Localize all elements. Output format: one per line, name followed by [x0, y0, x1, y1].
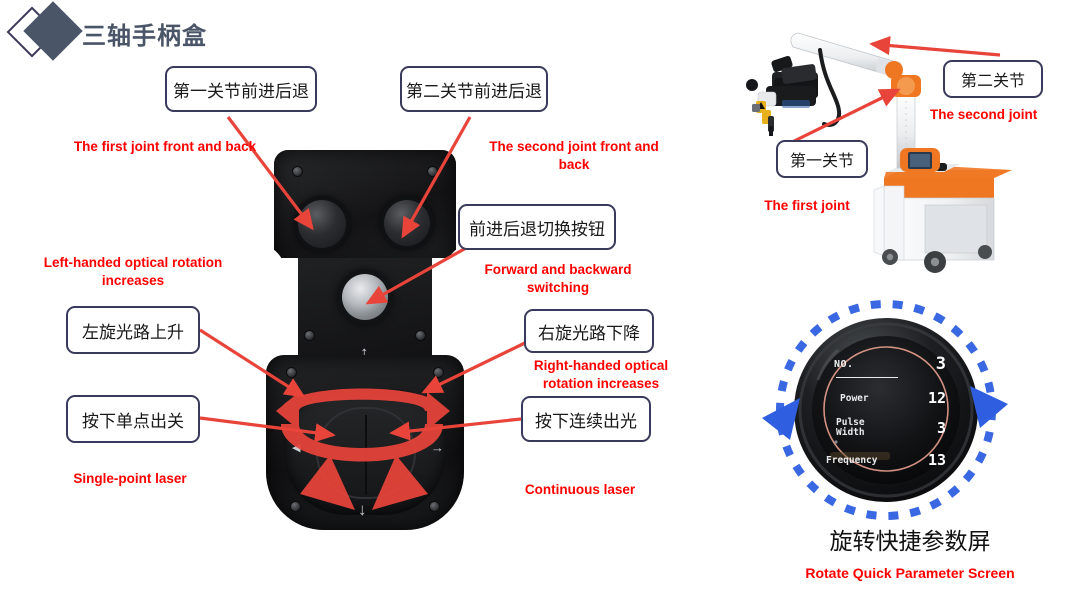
- callout-fb-switch[interactable]: 前进后退切换按钮: [458, 204, 616, 250]
- label-left-rotation-en: Left-handed optical rotation increases: [43, 255, 223, 289]
- callout-text: 第一关节前进后退: [173, 81, 309, 101]
- label-second-joint-fb-en: The second joint front and back: [489, 139, 659, 173]
- callout-second-joint-fb[interactable]: 第二关节前进后退: [400, 66, 548, 112]
- param-label: Power: [840, 392, 869, 404]
- callout-text: 第二关节前进后退: [406, 81, 542, 101]
- param-value: 3: [936, 419, 946, 437]
- screw-icon: [427, 166, 438, 177]
- callout-continuous[interactable]: 按下连续出光: [521, 396, 651, 442]
- callout-text: 前进后退切换按钮: [469, 219, 605, 239]
- down-arrow-icon: ↓: [358, 500, 367, 519]
- laser-head: [746, 55, 818, 136]
- param-row-no: NO. 3: [834, 352, 946, 376]
- param-label: Frequency: [826, 454, 878, 466]
- callout-text: 右旋光路下降: [538, 323, 640, 343]
- param-underline: [836, 377, 898, 378]
- callout-text: 第二关节: [960, 73, 1025, 90]
- callout-text: 左旋光路上升: [82, 322, 184, 342]
- param-value: 13: [927, 451, 946, 469]
- label-continuous-en: Continuous laser: [524, 482, 636, 497]
- arrow-second-joint: [869, 35, 1001, 57]
- screw-icon: [429, 501, 440, 512]
- param-value: 12: [927, 389, 946, 407]
- rotate-arrow-left: [762, 398, 800, 440]
- label-second-joint-en: The second joint: [930, 107, 1038, 122]
- callout-second-joint[interactable]: 第二关节: [943, 60, 1043, 98]
- handle-box-device: ↑ ◀ → ↓: [234, 150, 496, 540]
- callout-first-joint-fb[interactable]: 第一关节前进后退: [165, 66, 317, 112]
- screw-icon: [304, 330, 315, 341]
- label-right-rotation-en: Right-handed optical rotation increases: [533, 358, 669, 392]
- double-diamond-logo: [6, 1, 83, 66]
- callout-left-rotation[interactable]: 左旋光路上升: [66, 306, 200, 354]
- callout-text: 按下单点出关: [82, 411, 184, 431]
- trigger-divider: [365, 415, 367, 495]
- parameter-screen-caption-cn: 旋转快捷参数屏: [829, 528, 991, 554]
- device-mid-panel: ↑: [254, 258, 476, 368]
- joint1-knob[interactable]: [298, 200, 346, 248]
- rotate-arrow-right: [970, 386, 1008, 428]
- callout-single-point[interactable]: 按下单点出关: [66, 395, 200, 443]
- label-single-point-en: Single-point laser: [73, 471, 187, 486]
- screw-icon: [290, 501, 301, 512]
- parameter-screen-caption-en: Rotate Quick Parameter Screen: [805, 565, 1015, 581]
- laser-trigger-plate[interactable]: [284, 389, 446, 515]
- laser-trigger-inner[interactable]: [316, 407, 416, 499]
- param-row-power: Power 12: [834, 387, 946, 409]
- screw-icon: [292, 166, 303, 177]
- right-arrow-icon: →: [431, 440, 444, 455]
- param-label: NO.: [834, 358, 854, 370]
- label-fb-switch-en: Forward and backward switching: [484, 262, 632, 296]
- left-arrow-icon: ◀: [292, 442, 301, 454]
- joint2-knob[interactable]: [384, 200, 430, 246]
- screw-icon: [415, 330, 426, 341]
- page-title: 三轴手柄盒: [82, 23, 207, 50]
- screw-icon: [433, 367, 444, 378]
- forward-backward-switch-knob[interactable]: [342, 274, 388, 320]
- callout-right-rotation[interactable]: 右旋光路下降: [524, 309, 654, 353]
- up-arrow-icon: ↑: [360, 343, 369, 362]
- label-first-joint-en: The first joint: [764, 198, 850, 213]
- param-row-frequency: Frequency 13: [826, 449, 946, 471]
- callout-first-joint[interactable]: 第一关节: [776, 140, 868, 178]
- screw-icon: [286, 367, 297, 378]
- label-first-joint-fb-en: The first joint front and back: [73, 139, 257, 154]
- callout-text: 第一关节: [789, 153, 854, 170]
- callout-text: 按下连续出光: [535, 411, 637, 431]
- device-bottom-panel: ◀ → ↓: [266, 355, 464, 530]
- param-value: 3: [935, 354, 946, 374]
- device-top-panel: [274, 150, 456, 270]
